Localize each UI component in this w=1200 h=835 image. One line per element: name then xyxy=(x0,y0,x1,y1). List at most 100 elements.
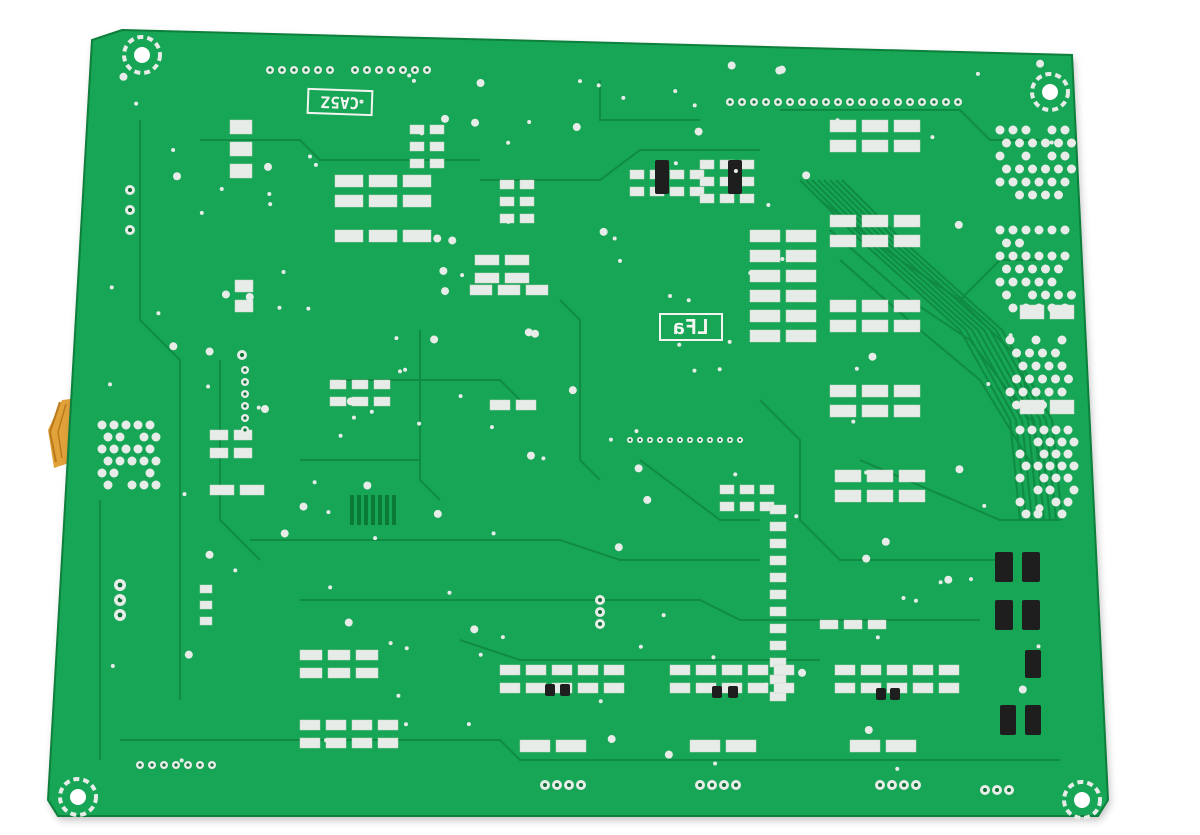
via-hole xyxy=(150,763,154,767)
via-hole xyxy=(243,380,247,384)
ic-pad xyxy=(357,495,361,525)
via-pad xyxy=(1021,303,1031,313)
via-pad xyxy=(617,258,622,263)
trace xyxy=(759,399,1000,561)
via-hole xyxy=(243,428,247,432)
via-pad xyxy=(975,71,980,76)
smd-pad xyxy=(209,429,229,441)
via-pad xyxy=(1067,138,1076,148)
smd-pad xyxy=(499,682,521,694)
smd-pad xyxy=(885,739,917,753)
via-pad xyxy=(930,135,935,140)
smd-pad xyxy=(725,739,757,753)
via-pad xyxy=(476,78,485,87)
via-pad xyxy=(798,668,807,677)
smd-pad xyxy=(327,667,351,679)
smd-pad xyxy=(474,254,500,266)
via-pad xyxy=(785,685,790,690)
via-hole xyxy=(740,100,744,104)
via-hole xyxy=(389,68,393,72)
smd-pad xyxy=(769,504,787,515)
via-pad xyxy=(328,585,333,590)
via-pad xyxy=(394,336,399,341)
via-pad xyxy=(1045,437,1055,447)
smd-pad xyxy=(719,501,735,512)
smd-pad xyxy=(912,682,934,694)
via-pad xyxy=(1008,303,1018,313)
via-pad xyxy=(139,456,149,466)
smd-pad xyxy=(577,682,599,694)
via-pad xyxy=(396,693,401,698)
via-pad xyxy=(692,103,697,108)
smd-pad xyxy=(469,284,493,296)
via-pad xyxy=(944,575,953,584)
smd-pad xyxy=(785,249,817,263)
via-pad xyxy=(1057,461,1067,471)
via-pad xyxy=(403,722,408,727)
smd-pad xyxy=(234,279,254,293)
smd-pad xyxy=(829,384,857,398)
smd-pad xyxy=(519,213,535,224)
smd-pad xyxy=(829,214,857,228)
trace xyxy=(139,120,181,700)
via-pad xyxy=(1033,485,1043,495)
via-hole xyxy=(210,763,214,767)
via-pad xyxy=(448,236,457,245)
board-markings: CA5Z LFa xyxy=(306,87,723,341)
smd-pad xyxy=(759,484,775,495)
via-pad xyxy=(1038,400,1047,410)
via-hole xyxy=(983,788,987,792)
smd-pad xyxy=(893,139,921,153)
smd-pad xyxy=(504,272,530,284)
smd-pad xyxy=(519,196,535,207)
via-hole xyxy=(628,438,632,442)
smd-pad xyxy=(861,384,889,398)
smd-pad xyxy=(866,469,894,483)
smd-pad xyxy=(861,404,889,418)
via-pad xyxy=(108,382,113,387)
via-pad xyxy=(1021,277,1031,287)
via-hole xyxy=(658,438,662,442)
via-hole xyxy=(710,783,714,787)
via-pad xyxy=(433,509,442,518)
via-hole xyxy=(890,783,894,787)
via-hole xyxy=(738,438,742,442)
via-hole xyxy=(764,100,768,104)
via-pad xyxy=(312,480,317,485)
via-pad xyxy=(299,502,308,511)
via-pad xyxy=(506,140,511,145)
smd-pad xyxy=(769,589,787,600)
via-hole xyxy=(668,438,672,442)
via-pad xyxy=(411,78,416,83)
trace xyxy=(780,109,1040,141)
via-hole xyxy=(995,788,999,792)
smd-pad xyxy=(699,176,715,187)
smd-pad xyxy=(239,484,265,496)
via-pad xyxy=(775,66,784,75)
via-pad xyxy=(531,329,540,338)
via-pad xyxy=(97,420,107,430)
via-pad xyxy=(733,472,738,477)
via-hole xyxy=(598,622,602,626)
smd-pad xyxy=(603,664,625,676)
via-pad xyxy=(182,492,187,497)
via-pad xyxy=(1051,425,1061,435)
via-pad xyxy=(810,277,815,282)
via-pad xyxy=(1015,238,1024,248)
via-pad xyxy=(1015,425,1025,435)
marking-ca5z: CA5Z xyxy=(320,92,360,112)
via-hole xyxy=(598,610,602,614)
via-pad xyxy=(1002,164,1011,174)
smd-pad xyxy=(499,196,515,207)
via-pad xyxy=(1057,361,1067,371)
via-pad xyxy=(306,306,311,311)
via-pad xyxy=(733,168,738,173)
via-pad xyxy=(1012,374,1021,384)
transistor xyxy=(1025,705,1041,735)
smd-pad xyxy=(368,174,398,188)
smd-pad xyxy=(785,329,817,343)
via-pad xyxy=(156,311,161,316)
via-hole xyxy=(413,68,417,72)
via-pad xyxy=(1015,264,1024,274)
smd-pad xyxy=(329,396,347,407)
